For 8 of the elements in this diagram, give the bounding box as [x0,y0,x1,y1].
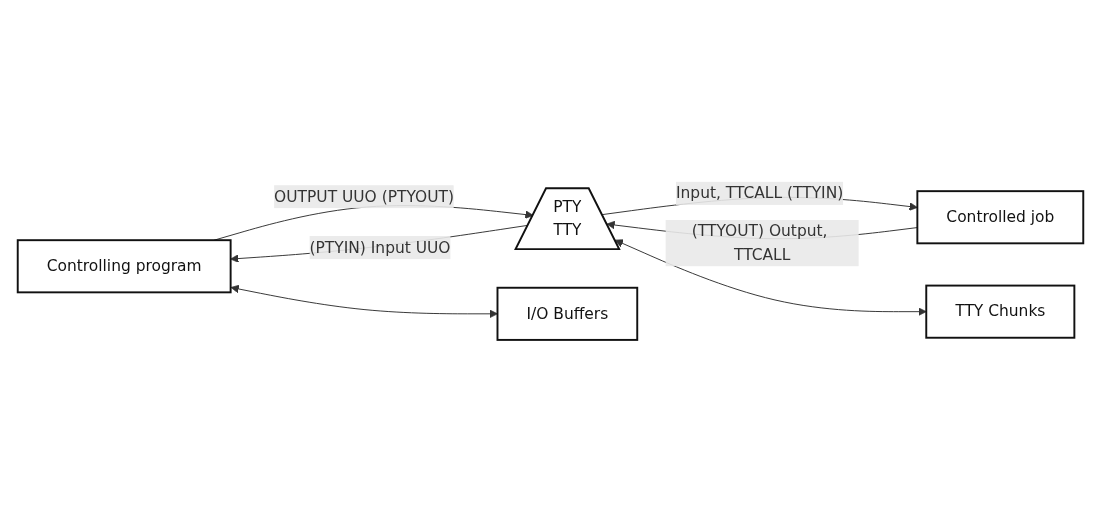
node-box: Controlling program [16,239,232,294]
edge-label: (TTYOUT) Output, TTCALL [691,222,828,264]
node-box: Controlled job [916,190,1085,245]
node-box: TTY Chunks [925,284,1076,339]
edge-label: Input, TTCALL (TTYIN) [675,183,844,203]
edge-label: (PTYIN) Input UUO [309,238,451,257]
edge-label: OUTPUT UUO (PTYOUT) [274,187,455,206]
node-box: I/O Buffers [496,286,639,342]
